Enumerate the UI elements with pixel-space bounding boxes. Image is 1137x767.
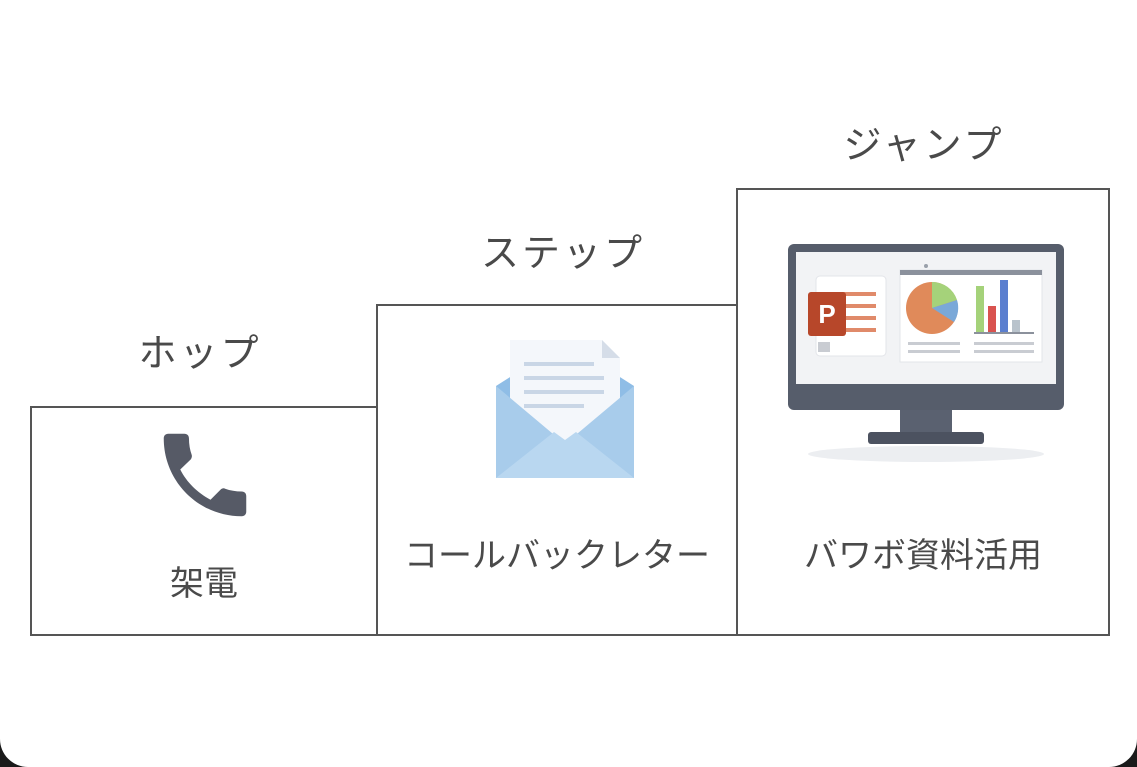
monitor-presentation-icon: P	[788, 244, 1064, 462]
step-box-jump: P バワボ資料活用	[736, 188, 1110, 636]
step-box-hop: 架電	[30, 406, 378, 636]
ppt-badge-letter: P	[818, 299, 835, 329]
phone-icon	[163, 433, 247, 517]
envelope-letter-icon	[496, 340, 634, 478]
step-heading-hop: ホップ	[138, 331, 262, 375]
step-label-presentation-material: バワボ資料活用	[804, 536, 1042, 576]
step-heading-jump: ジャンプ	[843, 123, 1005, 167]
step-label-call: 架電	[170, 564, 238, 604]
step-label-callback-letter: コールバックレター	[404, 536, 710, 576]
step-heading-step: ステップ	[480, 231, 645, 275]
step-box-step: コールバックレター	[376, 304, 738, 636]
